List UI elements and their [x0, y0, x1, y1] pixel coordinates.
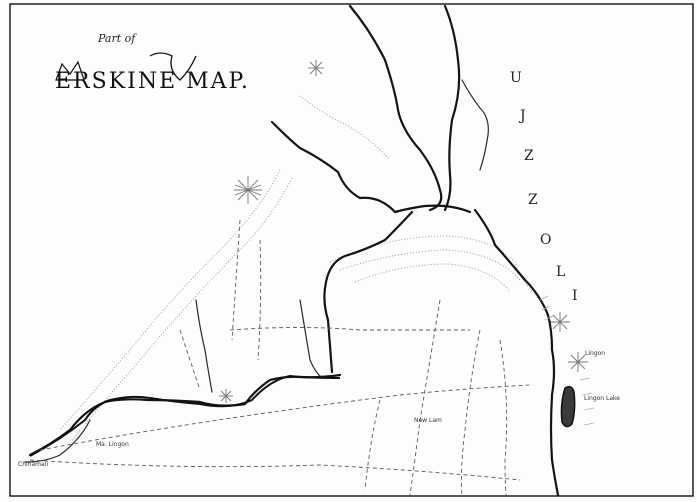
ridge-central-inner	[339, 249, 521, 281]
ridge-west-2	[71, 177, 293, 441]
chain-letter: L	[556, 264, 565, 280]
map-title: ERSKINE MAP.	[55, 69, 250, 94]
road-west-1	[231, 219, 241, 341]
peak-icon-2	[308, 60, 324, 76]
road-vertical-2	[460, 329, 481, 496]
map-frame	[9, 3, 694, 497]
river-east	[473, 208, 560, 497]
lake-icon	[560, 385, 576, 428]
ridge-north	[299, 95, 391, 161]
peak-icon-4	[568, 352, 588, 372]
road-south-2	[364, 399, 381, 491]
title-ornament-icon	[55, 60, 85, 81]
road-west-3	[179, 329, 201, 391]
chain-letters: U J Z Z OLI	[510, 70, 578, 304]
peak-icon-5	[219, 389, 233, 403]
ridge-west	[59, 169, 281, 431]
title-flourish-icon	[149, 52, 197, 81]
chain-letter: J	[518, 108, 526, 124]
peak-icon-3	[550, 312, 570, 332]
road-vertical-3	[499, 339, 508, 496]
label-town-sw: Chinaman	[18, 461, 49, 468]
road-diagonal	[39, 384, 531, 451]
label-new-lam: New Lam	[414, 417, 442, 424]
ridge-central-inner2	[354, 263, 511, 293]
chain-letter: U	[510, 70, 522, 86]
road-mid	[229, 327, 470, 331]
road-vertical	[409, 299, 441, 496]
chain-letter: Z	[528, 192, 538, 208]
chain-letter: Z	[524, 148, 534, 164]
river-north-main	[348, 4, 443, 212]
river-tributary-sw	[24, 419, 91, 463]
label-lake: Lingon Lake	[584, 395, 620, 402]
chain-letter: O	[540, 232, 551, 248]
river-central-south	[323, 210, 414, 374]
label-village-right: Lingon	[585, 350, 605, 357]
road-west-2	[257, 239, 262, 361]
route	[29, 374, 341, 457]
roads	[29, 219, 531, 496]
ridge-central	[329, 235, 541, 301]
label-town-cross: Ma. Lingon	[96, 441, 129, 448]
route-line	[29, 374, 341, 457]
place-labels: Chinaman Ma. Lingon New Lam Lingon Lingo…	[18, 350, 620, 468]
road-south	[29, 459, 521, 481]
river-tributary-west	[195, 299, 213, 393]
river-tributary-mid	[299, 299, 323, 379]
river-crossing	[270, 120, 472, 214]
chain-letter: I	[572, 288, 578, 304]
river-north-east	[443, 4, 461, 212]
east-hachures	[539, 295, 595, 426]
title-prefix: Part of	[97, 32, 137, 45]
river-tributary-ne	[461, 79, 489, 171]
peak-icon-1	[234, 176, 262, 204]
title-block: Part of ERSKINE MAP.	[55, 32, 250, 94]
